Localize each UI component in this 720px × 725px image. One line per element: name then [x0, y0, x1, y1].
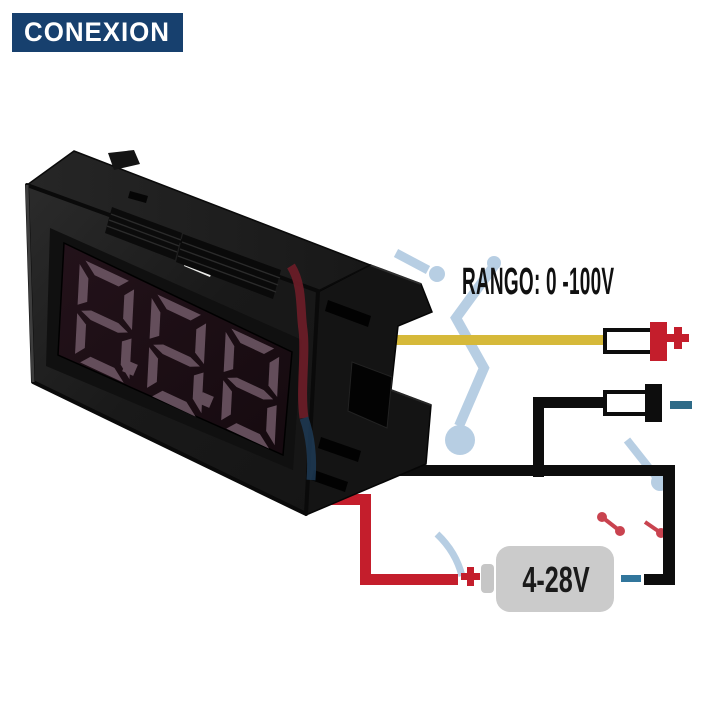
clip-ridge: [177, 255, 277, 293]
watermark-trace: [434, 531, 466, 577]
plus-icon: [667, 327, 689, 349]
minus-icon: [621, 575, 641, 582]
terminal-body: [603, 390, 649, 416]
measure-negative-terminal: [603, 384, 692, 422]
clip-ridge: [106, 225, 178, 253]
battery-voltage-label: 4-28V: [522, 560, 589, 601]
plus-bar: [674, 327, 682, 349]
red-power-wire: [323, 494, 458, 585]
mounting-slot: [318, 437, 361, 462]
display-digits: [74, 258, 280, 452]
bezel-edge-highlight: [25, 184, 35, 383]
minus-branch-wire: [533, 397, 544, 477]
battery-body: [496, 546, 614, 612]
mounting-hole: [347, 361, 393, 429]
watermark-trace: [643, 520, 663, 535]
power-wire-segment: [360, 494, 371, 585]
clip-ridge: [179, 248, 279, 286]
watermark-trace: [393, 249, 431, 274]
watermark-trace-over-meter: [299, 416, 317, 481]
brand-logo-text: CONEXION: [24, 17, 171, 47]
minus-terminal-wire: [535, 397, 605, 408]
mounting-slot: [311, 470, 348, 492]
ground-to-battery-wire: [644, 574, 675, 585]
range-label-wrap: RANGO: 0 -100V: [462, 261, 614, 303]
power-source: 4-28V: [461, 546, 641, 612]
terminal-cap: [645, 384, 662, 422]
top-nub: [108, 150, 140, 170]
mounting-spring-clip: [105, 207, 281, 299]
side-edge-highlight: [390, 389, 432, 406]
decimal-point: [122, 360, 138, 376]
black-ground-wires: [338, 397, 675, 585]
plus-bar: [467, 567, 474, 586]
top-notch: [128, 191, 148, 203]
brand-logo: CONEXION: [12, 13, 183, 52]
power-wire-segment: [323, 494, 371, 505]
clip-ridge: [108, 219, 180, 247]
minus-icon: [670, 401, 692, 409]
battery-label-wrap: 4-28V: [522, 560, 589, 601]
clip-ridge: [181, 241, 281, 279]
power-wire-segment: [360, 574, 458, 585]
mounting-slot: [325, 300, 371, 327]
display-window: [57, 241, 293, 457]
watermark-trace: [600, 515, 622, 533]
watermark-node: [429, 266, 445, 282]
ground-bus-wire: [338, 465, 675, 476]
measure-positive-terminal: [603, 322, 689, 361]
voltmeter: [25, 150, 433, 517]
range-label: RANGO: 0 -100V: [462, 261, 614, 303]
decimal-point: [198, 392, 214, 408]
terminal-body: [603, 328, 654, 354]
ground-down-wire: [663, 465, 675, 585]
watermark-node: [445, 425, 475, 455]
watermark-node: [487, 256, 501, 270]
plus-icon: [461, 567, 480, 586]
yellow-measure-wire: [382, 335, 603, 345]
watermark-red-nodes: [597, 512, 666, 538]
watermark-trace-over-meter: [287, 263, 309, 419]
terminal-cap: [650, 322, 667, 361]
battery-positive-nub: [481, 564, 494, 593]
clip-ridge: [110, 213, 182, 241]
side-edge-highlight: [369, 264, 422, 285]
